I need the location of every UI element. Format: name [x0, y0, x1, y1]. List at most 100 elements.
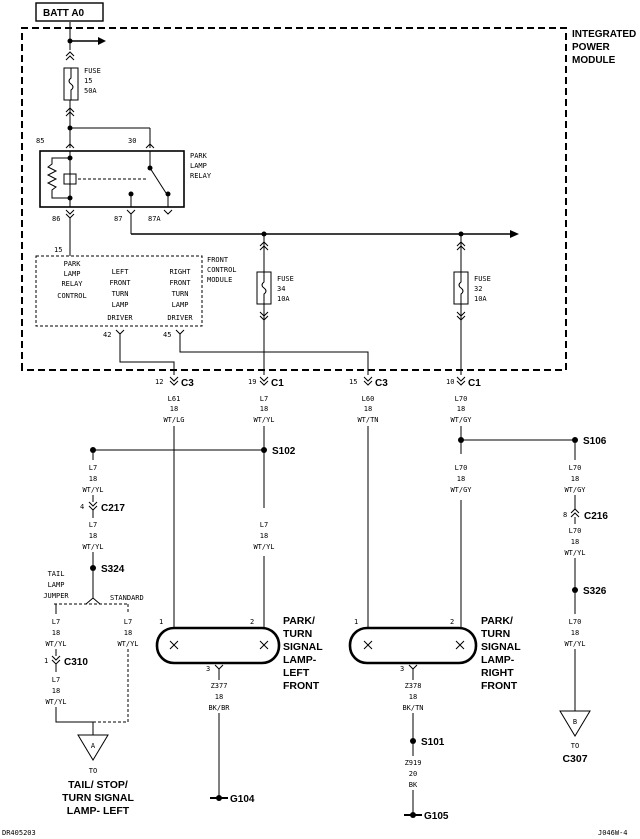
- fuse15-element-icon: [68, 68, 74, 100]
- svg-text:FUSE: FUSE: [474, 275, 491, 283]
- s326-label: S326: [583, 586, 607, 597]
- wire-l7-e-label: L7 18 WT/YL: [45, 676, 66, 706]
- svg-text:10: 10: [446, 378, 454, 386]
- svg-text:L7: L7: [124, 618, 132, 626]
- relay-pin86-terminal-icon: [65, 209, 75, 219]
- svg-text:C1: C1: [271, 378, 284, 389]
- svg-text:FRONT: FRONT: [109, 279, 131, 287]
- fuse34-bottom-terminal-icon: [259, 311, 269, 321]
- c307-label: C307: [562, 753, 587, 765]
- s324-label: S324: [101, 564, 125, 575]
- lamp-left-filament2-icon: [259, 640, 269, 650]
- svg-text:TURN: TURN: [172, 290, 189, 298]
- svg-text:18: 18: [364, 405, 372, 413]
- svg-text:18: 18: [571, 538, 579, 546]
- lamp-left-pin3-label: 3: [206, 665, 210, 673]
- svg-text:LAMP-: LAMP-: [283, 654, 317, 666]
- svg-text:18: 18: [89, 532, 97, 540]
- s102-dot: [261, 447, 267, 453]
- g105-dot: [410, 812, 416, 818]
- svg-text:18: 18: [124, 629, 132, 637]
- g104-label: G104: [230, 794, 255, 805]
- s106-left-dot: [458, 437, 464, 443]
- svg-text:WT/YL: WT/YL: [45, 640, 66, 648]
- svg-text:L7: L7: [89, 464, 97, 472]
- lamp-right-pin2-label: 2: [450, 618, 454, 626]
- svg-text:C310: C310: [64, 657, 88, 668]
- svg-text:FRONT: FRONT: [169, 279, 191, 287]
- relay-switch-blade: [149, 167, 167, 194]
- svg-text:FRONT: FRONT: [481, 680, 518, 692]
- svg-text:JUMPER: JUMPER: [43, 592, 69, 600]
- svg-text:WT/LG: WT/LG: [163, 416, 184, 424]
- svg-text:TAIL/ STOP/: TAIL/ STOP/: [68, 779, 128, 791]
- svg-text:50A: 50A: [84, 87, 97, 95]
- connector-c3-pin15: 15 C3: [349, 376, 388, 389]
- svg-text:Z378: Z378: [405, 682, 422, 690]
- svg-text:C1: C1: [468, 378, 481, 389]
- svg-text:RELAY: RELAY: [61, 280, 83, 288]
- ref-a-to-label: TO: [89, 767, 97, 775]
- s102-left-dot: [90, 447, 96, 453]
- ref-a-icon: [77, 734, 109, 761]
- wire-l70-c-label: L70 18 WT/YL: [564, 618, 585, 648]
- svg-text:WT/GY: WT/GY: [564, 486, 586, 494]
- svg-text:18: 18: [571, 475, 579, 483]
- svg-text:WT/YL: WT/YL: [564, 549, 585, 557]
- wire-l7-mid-label: L7 18 WT/YL: [253, 521, 274, 551]
- svg-text:POWER: POWER: [572, 42, 611, 53]
- svg-text:LAMP: LAMP: [112, 301, 129, 309]
- svg-text:WT/YL: WT/YL: [253, 416, 274, 424]
- fuse34-element-icon: [261, 272, 267, 304]
- relay-pin85-terminal-icon: [65, 143, 75, 149]
- svg-text:INTEGRATED: INTEGRATED: [572, 29, 636, 40]
- svg-text:LAMP: LAMP: [172, 301, 189, 309]
- connector-c1-pin19: 19 C1: [248, 376, 284, 389]
- fcm-box: [35, 255, 203, 327]
- svg-text:RIGHT: RIGHT: [481, 667, 514, 679]
- svg-text:MODULE: MODULE: [572, 55, 616, 66]
- s106-label: S106: [583, 436, 607, 447]
- lamp-right-filament2-icon: [455, 640, 465, 650]
- svg-text:LAMP: LAMP: [64, 270, 81, 278]
- svg-text:15: 15: [349, 378, 357, 386]
- svg-text:18: 18: [571, 629, 579, 637]
- svg-text:1: 1: [44, 657, 48, 665]
- svg-text:Z919: Z919: [405, 759, 422, 767]
- lamp-left-pin1-label: 1: [159, 618, 163, 626]
- s102-label: S102: [272, 446, 296, 457]
- s324-option-split-icon: [85, 597, 101, 605]
- svg-text:PARK/: PARK/: [481, 615, 513, 627]
- svg-text:PARK: PARK: [64, 260, 82, 268]
- svg-text:C216: C216: [584, 511, 608, 522]
- fuse15-top-terminal-icon: [65, 51, 75, 61]
- wire-l70-top-label: L70 18 WT/GY: [450, 395, 472, 424]
- lamp-right-pin1-label: 1: [354, 618, 358, 626]
- svg-text:4: 4: [80, 503, 84, 511]
- svg-text:LAMP-: LAMP-: [481, 654, 515, 666]
- svg-text:18: 18: [457, 475, 465, 483]
- lamp-right-label: PARK/ TURN SIGNAL LAMP- RIGHT FRONT: [481, 615, 521, 692]
- fcm-pin42-terminal-icon: [115, 329, 125, 335]
- svg-text:10A: 10A: [277, 295, 290, 303]
- pin-87-label: 87: [114, 215, 122, 223]
- s106-dot: [572, 437, 578, 443]
- svg-text:WT/YL: WT/YL: [117, 640, 138, 648]
- wire-l7-c-label: L7 18 WT/YL: [45, 618, 66, 648]
- svg-text:WT/YL: WT/YL: [45, 698, 66, 706]
- svg-text:18: 18: [89, 475, 97, 483]
- svg-text:FUSE: FUSE: [277, 275, 294, 283]
- batt-box: [35, 2, 104, 22]
- batt-label: BATT A0: [43, 8, 85, 19]
- fcm-right-driver-label: RIGHT FRONT TURN LAMP DRIVER: [167, 268, 193, 322]
- wire-z377-label: Z377 18 BK/BR: [208, 682, 230, 712]
- svg-text:RELAY: RELAY: [190, 172, 212, 180]
- batt-arrow-icon: [98, 37, 106, 45]
- svg-text:Z377: Z377: [211, 682, 228, 690]
- svg-text:TURN: TURN: [283, 628, 312, 640]
- svg-text:LEFT: LEFT: [112, 268, 130, 276]
- connector-c1-pin10: 10 C1: [446, 376, 481, 389]
- svg-text:TURN: TURN: [481, 628, 510, 640]
- lamp-right-pin3-label: 3: [400, 665, 404, 673]
- pin-15-label: 15: [54, 246, 62, 254]
